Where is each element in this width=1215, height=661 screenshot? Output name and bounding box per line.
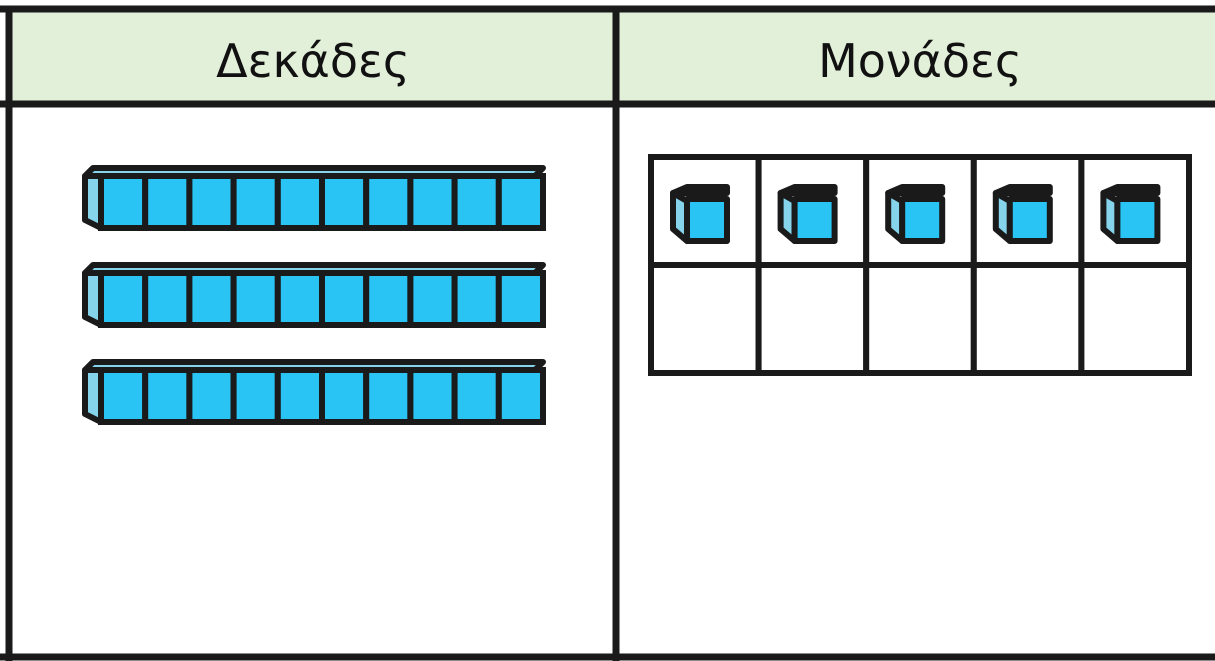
ten-frame-cell xyxy=(648,262,762,376)
unit-cube-face xyxy=(495,173,546,231)
unit-cube-face xyxy=(319,367,370,425)
unit-cube-face xyxy=(407,270,458,328)
tens-column-header: Δεκάδες xyxy=(216,34,410,88)
unit-cube-face xyxy=(495,367,546,425)
ten-rod xyxy=(82,262,546,328)
unit-cube-face xyxy=(98,270,149,328)
unit-cube-face xyxy=(230,173,281,231)
unit-cube-face xyxy=(407,367,458,425)
unit-cube-face xyxy=(363,367,414,425)
ten-frame-cell xyxy=(970,262,1085,376)
ten-frame xyxy=(648,154,1193,376)
unit-cube-face xyxy=(319,173,370,231)
unit-cube-face xyxy=(186,367,237,425)
unit-cube-face xyxy=(319,270,370,328)
unit-cube-face xyxy=(451,270,502,328)
unit-cube xyxy=(992,184,1053,244)
unit-cube xyxy=(1100,184,1161,244)
unit-cube-face xyxy=(98,367,149,425)
unit-cube-face xyxy=(274,270,325,328)
unit-cube-face xyxy=(363,173,414,231)
unit-cube-face xyxy=(230,367,281,425)
ten-frame-cell xyxy=(755,262,870,376)
ones-column-area xyxy=(648,154,1193,376)
unit-cube-face xyxy=(186,270,237,328)
unit-cube-face xyxy=(142,367,193,425)
ten-frame-cell xyxy=(863,262,977,376)
unit-cube-face xyxy=(363,270,414,328)
unit-cube-face xyxy=(274,173,325,231)
unit-cube-face xyxy=(451,173,502,231)
unit-cube-face xyxy=(407,173,458,231)
unit-cube-face xyxy=(274,367,325,425)
unit-cube-face xyxy=(98,173,149,231)
unit-cube-face xyxy=(451,367,502,425)
ones-column-header: Μονάδες xyxy=(818,34,1022,88)
unit-cube xyxy=(777,184,838,244)
ten-frame-cell xyxy=(863,154,977,268)
chart-grid-lines xyxy=(0,5,1215,661)
unit-cube-face xyxy=(495,270,546,328)
unit-cube-face xyxy=(186,173,237,231)
unit-cube-face xyxy=(142,270,193,328)
ten-frame-cell xyxy=(1078,262,1193,376)
unit-cube-face xyxy=(230,270,281,328)
tens-column-area xyxy=(82,165,546,425)
ten-rod xyxy=(82,359,546,425)
unit-cube xyxy=(670,184,730,244)
unit-cube xyxy=(885,184,946,244)
unit-cube-face xyxy=(142,173,193,231)
ten-rod xyxy=(82,165,546,231)
